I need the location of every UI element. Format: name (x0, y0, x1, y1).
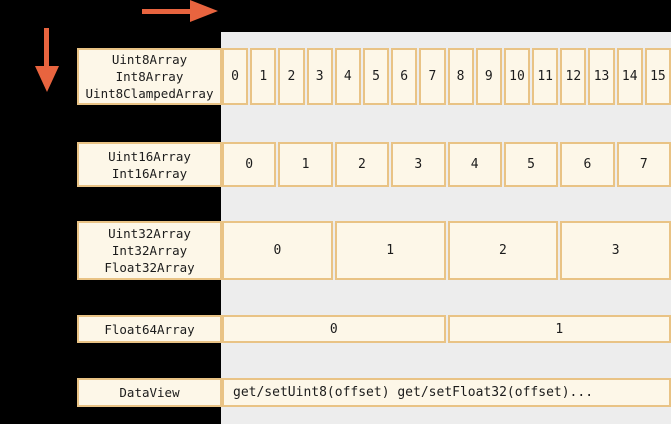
element-cell: 1 (447, 315, 671, 343)
element-cell: 8 (447, 48, 474, 105)
element-cell: 1 (334, 221, 446, 280)
element-cell: 10 (503, 48, 531, 105)
label-line: Int8Array (115, 69, 184, 84)
element-cell: 7 (616, 142, 671, 187)
element-cell: 2 (278, 48, 305, 105)
element-cell: 4 (334, 48, 361, 105)
element-cell: 0 (222, 221, 333, 280)
element-cell: 0 (222, 48, 249, 105)
element-cell: 6 (391, 48, 418, 105)
right-arrow-icon (142, 0, 218, 22)
label-line: Uint8Array (111, 52, 188, 67)
element-cell: 3 (391, 142, 446, 187)
element-cell: 1 (278, 142, 333, 187)
element-cell: 2 (447, 221, 559, 280)
down-arrow-icon (34, 28, 59, 92)
label-line: DataView (119, 385, 180, 400)
element-cell: 4 (447, 142, 502, 187)
element-cell: 0 (222, 142, 277, 187)
label-line: Uint8ClampedArray (85, 86, 214, 101)
right-arrow-shaft (142, 8, 190, 14)
element-cell: 5 (362, 48, 390, 105)
element-cell: 11 (532, 48, 559, 105)
label-line: Int16Array (111, 165, 188, 181)
element-cell: 1 (250, 48, 277, 105)
typed-array-row: DataView get/setUint8(offset) get/setFloa… (77, 378, 671, 407)
typed-array-label: Float64Array (77, 315, 222, 343)
element-cell: 13 (588, 48, 615, 105)
element-cell: 3 (560, 221, 671, 280)
down-arrow-shaft (44, 28, 49, 66)
label-line: Int32Array (111, 243, 188, 258)
element-cell: 14 (616, 48, 643, 105)
typed-array-label: DataView (77, 378, 222, 407)
element-cells: get/setUint8(offset) get/setFloat32(offs… (222, 378, 671, 407)
right-arrow-head (190, 0, 218, 22)
label-line: Float64Array (104, 321, 195, 337)
element-cell: 6 (560, 142, 615, 187)
element-cell: 2 (334, 142, 390, 187)
down-arrow-head (34, 66, 59, 92)
label-line: Uint16Array (108, 148, 191, 164)
element-cell: 7 (419, 48, 446, 105)
element-cell: 0 (222, 315, 446, 343)
element-cell: 9 (475, 48, 502, 105)
element-cell: 3 (306, 48, 333, 105)
label-line: Float32Array (104, 260, 195, 275)
element-cell: 15 (644, 48, 671, 105)
label-line: Uint32Array (108, 226, 191, 241)
element-cell: 5 (503, 142, 559, 187)
element-cell: get/setUint8(offset) get/setFloat32(offs… (222, 378, 671, 407)
element-cell: 12 (560, 48, 587, 105)
